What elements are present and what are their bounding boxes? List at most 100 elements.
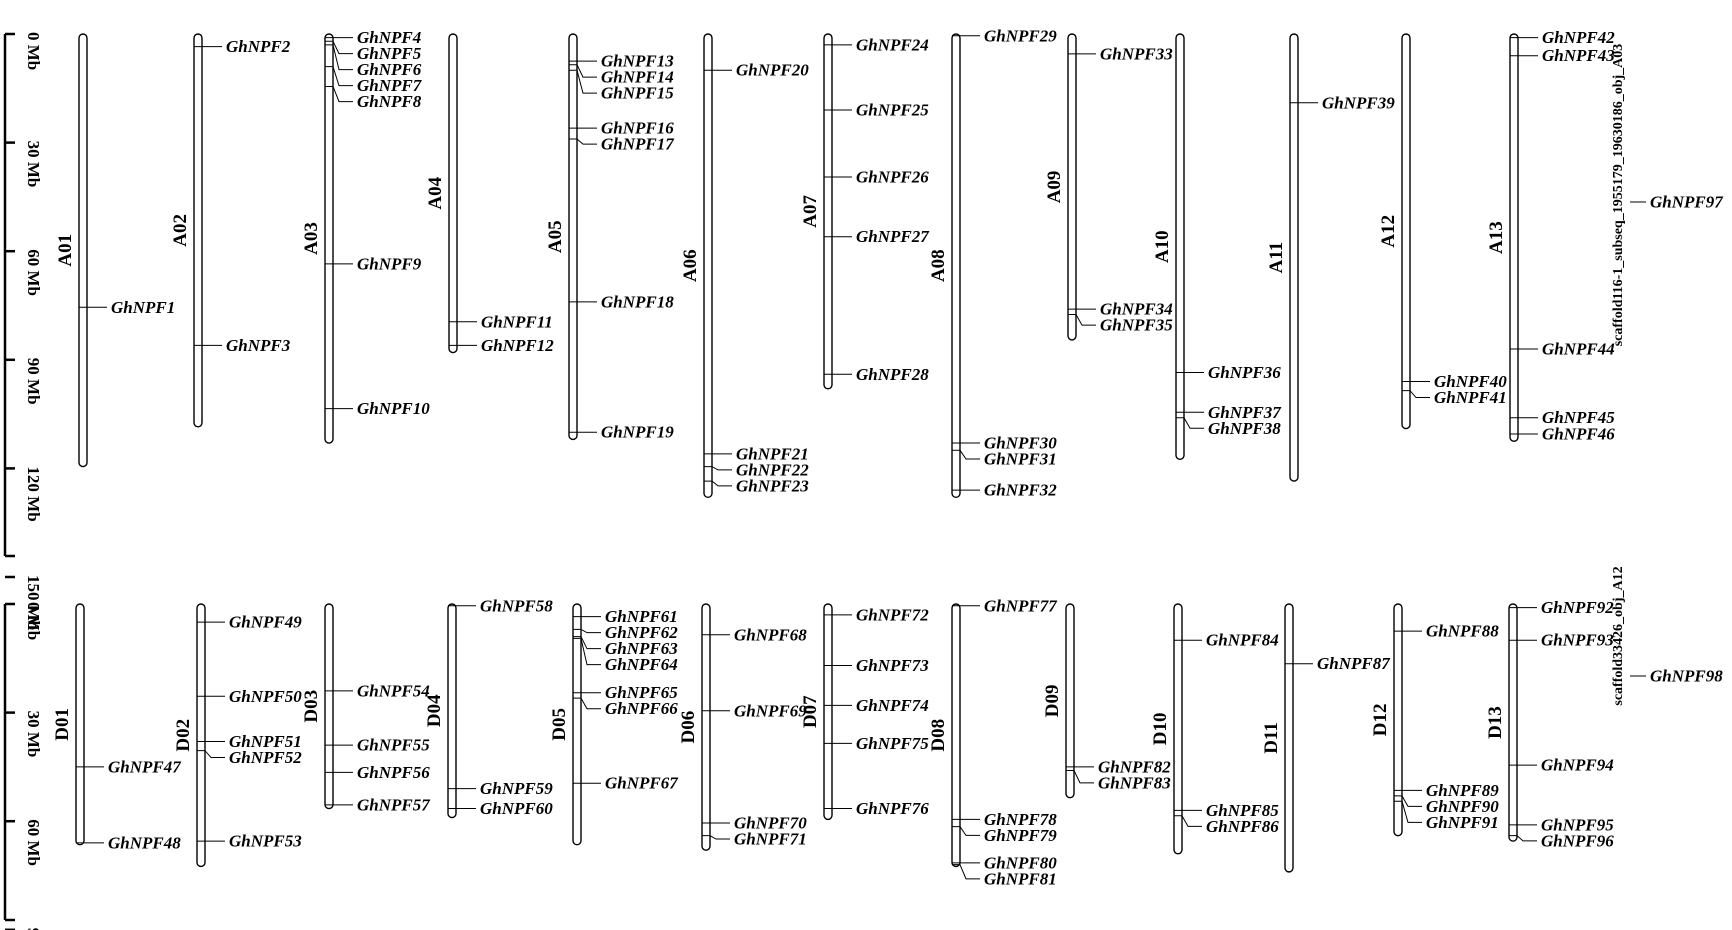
panel-d: D01GhNPF47GhNPF48D02GhNPF49GhNPF50GhNPF5… <box>52 566 1723 888</box>
gene-label: GhNPF37 <box>1208 403 1282 422</box>
chromosome-a05: A05GhNPF13GhNPF14GhNPF15GhNPF16GhNPF17Gh… <box>545 33 675 442</box>
gene-label: GhNPF68 <box>734 625 807 644</box>
gene-label: GhNPF74 <box>856 696 929 715</box>
gene-label: GhNPF3 <box>226 336 291 355</box>
gene-label: GhNPF11 <box>481 312 553 331</box>
gene-label: GhNPF80 <box>984 853 1057 872</box>
gene-label: GhNPF83 <box>1098 773 1171 792</box>
gene-label: GhNPF31 <box>984 450 1057 469</box>
gene-label: GhNPF79 <box>984 826 1057 845</box>
chromosome-label: A01 <box>55 234 76 267</box>
chromosome-bar <box>701 603 711 851</box>
gene-label: GhNPF89 <box>1426 781 1499 800</box>
gene-marker-line <box>197 750 225 759</box>
chromosome-bar <box>1067 33 1077 341</box>
chromosome-bar <box>75 603 85 846</box>
gene-label: GhNPF25 <box>856 101 929 120</box>
chromosome-bar <box>823 603 833 821</box>
gene-label: GhNPF58 <box>480 596 553 615</box>
gene-label: GhNPF55 <box>357 736 430 755</box>
gene-label: GhNPF65 <box>605 683 678 702</box>
gene-label: GhNPF24 <box>856 35 929 54</box>
gene-label: GhNPF91 <box>1426 813 1499 832</box>
gene-label: GhNPF71 <box>734 830 807 849</box>
panel-a: A01GhNPF1A02GhNPF2GhNPF3A03GhNPF4GhNPF5G… <box>55 26 1724 499</box>
gene-label: GhNPF75 <box>856 734 929 753</box>
gene-label: GhNPF96 <box>1541 831 1614 850</box>
gene-label: GhNPF47 <box>108 757 182 776</box>
gene-label: GhNPF64 <box>605 655 678 674</box>
gene-label: GhNPF10 <box>357 399 430 418</box>
gene-marker-line <box>1068 314 1096 326</box>
gene-label: GhNPF81 <box>984 869 1057 888</box>
gene-label: GhNPF51 <box>229 732 302 751</box>
gene-marker-line <box>573 637 601 666</box>
gene-marker-line <box>325 66 353 87</box>
chromosome-label: A02 <box>170 214 191 247</box>
chromosome-bar <box>1401 33 1411 430</box>
chromosome-label: D03 <box>301 690 322 723</box>
gene-label: GhNPF9 <box>357 254 422 273</box>
gene-label: GhNPF2 <box>226 37 291 56</box>
chromosome-label: D13 <box>1485 706 1506 739</box>
gene-label: GhNPF86 <box>1206 817 1279 836</box>
gene-label: GhNPF54 <box>357 681 430 700</box>
chromosome-label: D11 <box>1261 722 1282 754</box>
gene-label: GhNPF7 <box>357 76 423 95</box>
gene-label: GhNPF77 <box>984 596 1058 615</box>
scaffold-label: scaffold116-1_subseq_1955179_19630186_ob… <box>1611 44 1626 347</box>
chromosome-label: D07 <box>800 695 821 728</box>
chromosome-label: D12 <box>1370 703 1391 736</box>
chromosome-bar <box>324 603 334 810</box>
gene-label: GhNPF60 <box>480 799 553 818</box>
chromosome-label: A12 <box>1378 215 1399 248</box>
chromosome-label: A04 <box>425 176 446 209</box>
gene-label: GhNPF17 <box>601 135 675 154</box>
gene-label: GhNPF40 <box>1434 372 1507 391</box>
gene-label: GhNPF32 <box>984 481 1057 500</box>
gene-label: GhNPF50 <box>229 687 302 706</box>
gene-label: GhNPF8 <box>357 92 422 111</box>
gene-marker-line <box>1176 417 1204 429</box>
gene-marker-line <box>1394 800 1422 823</box>
chromosome-d05: D05GhNPF61GhNPF62GhNPF63GhNPF64GhNPF65Gh… <box>549 603 679 846</box>
chromosome-bar <box>1173 603 1183 855</box>
chromosome-bar <box>703 33 713 499</box>
gene-label: GhNPF27 <box>856 227 930 246</box>
gene-label: GhNPF57 <box>357 795 431 814</box>
gene-label: GhNPF90 <box>1426 797 1499 816</box>
gene-label: GhNPF63 <box>605 639 678 658</box>
gene-label: GhNPF12 <box>481 336 554 355</box>
gene-label: GhNPF66 <box>605 699 678 718</box>
chromosome-label: A09 <box>1044 171 1065 204</box>
gene-label: GhNPF23 <box>736 476 809 495</box>
gene-label: GhNPF28 <box>856 365 929 384</box>
gene-label: GhNPF35 <box>1100 316 1173 335</box>
chromosome-bar <box>951 603 961 868</box>
gene-label: GhNPF1 <box>111 298 175 317</box>
gene-label: GhNPF39 <box>1322 93 1395 112</box>
gene-marker-line <box>1394 795 1422 807</box>
gene-label: GhNPF52 <box>229 748 302 767</box>
chromosome-bar <box>572 603 582 846</box>
chromosome-bar <box>448 33 458 354</box>
gene-marker-line <box>573 697 601 710</box>
gene-label: GhNPF34 <box>1100 300 1173 319</box>
scale-tick-label: 150 Mb <box>24 575 43 630</box>
chromosome-label: A05 <box>545 220 566 253</box>
scaffold-a: scaffold116-1_subseq_1955179_19630186_ob… <box>1611 44 1724 347</box>
gene-marker-line <box>325 40 353 55</box>
gene-label: GhNPF94 <box>1541 756 1614 775</box>
